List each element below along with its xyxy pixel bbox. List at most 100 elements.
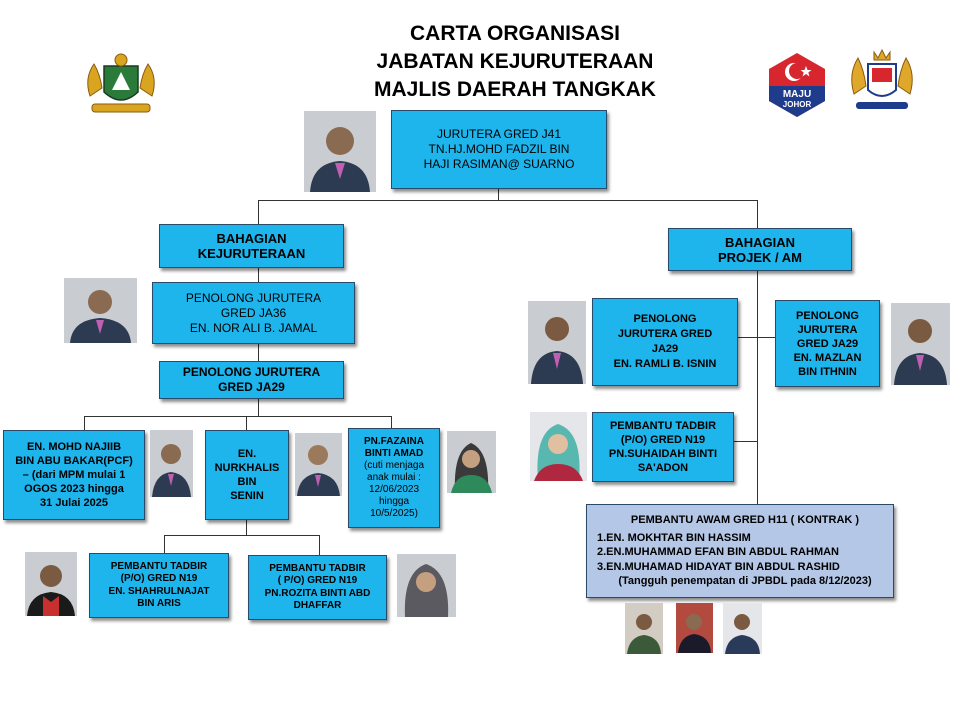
rozita-line-2: ( P/O) GRED N19 — [277, 575, 358, 586]
bahagian-kejuruteraan-box: BAHAGIAN KEJURUTERAAN — [159, 224, 344, 268]
suhaidah-line-4: SA'ADON — [637, 462, 689, 474]
shahrul-line-4: BIN ARIS — [137, 598, 181, 609]
kontrak-item-3: 3.EN.MUHAMAD HIDAYAT BIN ABDUL RASHID — [597, 560, 840, 573]
connector-kej-to-ja36 — [258, 268, 259, 282]
nurkhalis-line-1: EN. — [237, 448, 257, 460]
rozita-line-4: DHAFFAR — [293, 600, 342, 611]
pembantu-awam-kontrak-box: PEMBANTU AWAM GRED H11 ( KONTRAK ) 1.EN.… — [586, 504, 894, 598]
rozita-line-3: PN.ROZITA BINTI ABD — [264, 587, 371, 599]
fazaina-line-7: 10/5/2025) — [370, 508, 418, 519]
suhaidah-line-3: PN.SUHAIDAH BINTI — [608, 448, 718, 460]
head-name-line-2: HAJI RASIMAN@ SUARNO — [423, 157, 575, 171]
connector-nurkhalis-down — [246, 520, 247, 536]
photo-rozita — [397, 554, 456, 617]
photo-ja36 — [64, 278, 137, 343]
fazaina-line-3: (cuti menjaga — [363, 460, 425, 471]
nurkhalis-line-4: SENIN — [230, 490, 264, 502]
ramli-line-1: PENOLONG — [633, 313, 697, 325]
photo-mokhtar — [625, 603, 663, 654]
mazlan-line-1: PENOLONG — [796, 309, 859, 322]
ja36-name: EN. NOR ALI B. JAMAL — [189, 320, 318, 335]
ramli-line-4: EN. RAMLI B. ISNIN — [613, 358, 717, 370]
shahrul-line-3: EN. SHAHRULNAJAT — [108, 585, 210, 597]
mazlan-line-2: JURUTERA — [797, 323, 858, 336]
photo-efan — [676, 603, 713, 653]
rozita-box: PEMBANTU TADBIR ( P/O) GRED N19 PN.ROZIT… — [248, 555, 387, 620]
connector-to-najib — [84, 416, 85, 430]
najib-line-1: EN. MOHD NAJIIB — [26, 441, 122, 453]
photo-fazaina — [447, 431, 496, 493]
ramli-box: PENOLONG JURUTERA GRED JA29 EN. RAMLI B.… — [592, 298, 738, 386]
connector-to-projek — [757, 200, 758, 228]
kontrak-item-2: 2.EN.MUHAMMAD EFAN BIN ABDUL RAHMAN — [597, 546, 839, 559]
connector-to-ramli — [738, 337, 775, 338]
najib-line-2: BIN ABU BAKAR(PCF) — [15, 455, 133, 467]
kontrak-note: (Tangguh penempatan di JPBDL pada 8/12/2… — [618, 575, 872, 588]
title-line-3: MAJLIS DAERAH TANGKAK — [374, 78, 656, 101]
photo-mazlan — [891, 303, 950, 385]
suhaidah-line-1: PEMBANTU TADBIR — [609, 420, 717, 432]
head-engineer-box: JURUTERA GRED J41 TN.HJ.MOHD FADZIL BIN … — [391, 110, 607, 189]
photo-head-engineer — [304, 111, 376, 192]
head-grade: JURUTERA GRED J41 — [436, 127, 562, 141]
photo-suhaidah — [530, 412, 587, 481]
bahagian-projek-box: BAHAGIAN PROJEK / AM — [668, 228, 852, 271]
suhaidah-box: PEMBANTU TADBIR (P/O) GRED N19 PN.SUHAID… — [592, 412, 734, 482]
najib-box: EN. MOHD NAJIIB BIN ABU BAKAR(PCF) – (da… — [3, 430, 145, 520]
connector-to-nurkhalis — [246, 416, 247, 430]
connector-ja29-down — [258, 399, 259, 417]
maju-label: MAJU — [783, 89, 811, 100]
ja36-title: PENOLONG JURUTERA — [185, 290, 322, 305]
nurkhalis-line-3: BIN — [237, 476, 257, 488]
nurkhalis-box: EN. NURKHALIS BIN SENIN — [205, 430, 289, 520]
connector-projek-spine — [757, 271, 758, 504]
shahrul-box: PEMBANTU TADBIR (P/O) GRED N19 EN. SHAHR… — [89, 553, 229, 618]
photo-ramli — [528, 301, 586, 384]
mazlan-line-3: GRED JA29 — [796, 337, 859, 350]
title-line-2: JABATAN KEJURUTERAAN — [376, 50, 654, 73]
connector-staff-horizontal — [84, 416, 392, 417]
chart-title: CARTA ORGANISASI JABATAN KEJURUTERAAN MA… — [280, 20, 750, 104]
mazlan-line-5: BIN ITHNIN — [798, 365, 857, 378]
mazlan-line-4: EN. MAZLAN — [793, 351, 862, 364]
najib-line-3: – (dari MPM mulai 1 — [22, 469, 126, 481]
ramli-line-2: JURUTERA GRED — [617, 328, 713, 340]
kontrak-item-1: 1.EN. MOKHTAR BIN HASSIM — [597, 531, 751, 544]
connector-top-horizontal — [258, 200, 758, 201]
title-line-1: CARTA ORGANISASI — [410, 22, 620, 45]
bahagian-label: BAHAGIAN — [724, 234, 796, 250]
connector-to-kejuruteraan — [258, 200, 259, 224]
ja29-unit-box: PENOLONG JURUTERA GRED JA29 — [159, 361, 344, 399]
bahagian-name: PROJEK / AM — [717, 249, 803, 265]
fazaina-box: PN.FAZAINA BINTI AMAD (cuti menjaga anak… — [348, 428, 440, 528]
ja29-unit-title: PENOLONG JURUTERA — [182, 365, 321, 379]
kontrak-header: PEMBANTU AWAM GRED H11 ( KONTRAK ) — [630, 514, 860, 527]
connector-head-down — [498, 189, 499, 201]
photo-najib — [150, 430, 193, 497]
johor-state-crest — [846, 44, 918, 116]
mazlan-box: PENOLONG JURUTERA GRED JA29 EN. MAZLAN B… — [775, 300, 880, 387]
najib-line-4: OGOS 2023 hingga — [24, 483, 124, 495]
fazaina-line-1: PN.FAZAINA — [364, 436, 424, 447]
connector-to-rozita — [319, 535, 320, 555]
mdt-crest-logo — [80, 48, 162, 120]
photo-shahrul — [25, 552, 77, 616]
connector-to-suhaidah — [734, 441, 758, 442]
fazaina-line-4: anak mulai : — [367, 472, 421, 483]
rozita-line-1: PEMBANTU TADBIR — [269, 562, 366, 574]
johor-label: JOHOR — [783, 100, 812, 109]
najib-line-5: 31 Julai 2025 — [40, 497, 108, 509]
suhaidah-line-2: (P/O) GRED N19 — [620, 434, 706, 446]
connector-admin-horizontal — [164, 535, 320, 536]
ja29-unit-grade: GRED JA29 — [218, 380, 285, 394]
connector-to-shahrul — [164, 535, 165, 553]
connector-ja36-to-ja29 — [258, 344, 259, 361]
shahrul-line-2: (P/O) GRED N19 — [120, 573, 198, 584]
head-name-line-1: TN.HJ.MOHD FADZIL BIN — [428, 142, 570, 156]
fazaina-line-2: BINTI AMAD — [364, 448, 424, 459]
bahagian-name: KEJURUTERAAN — [197, 246, 306, 261]
maju-johor-logo: MAJU JOHOR — [768, 52, 826, 118]
photo-hidayat — [723, 603, 762, 654]
shahrul-line-1: PEMBANTU TADBIR — [110, 560, 208, 572]
connector-to-fazaina — [391, 416, 392, 428]
